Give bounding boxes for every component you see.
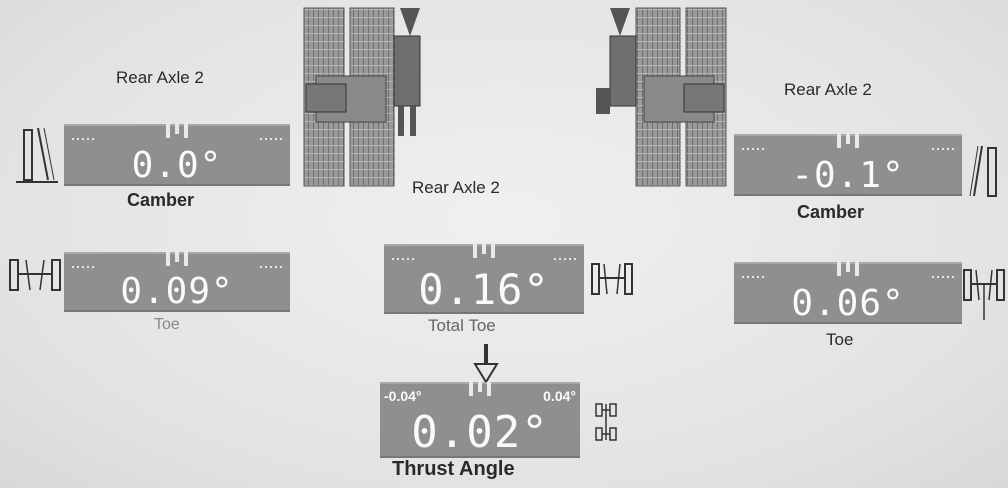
gauge-center-notch xyxy=(473,244,495,258)
left-toe-value: 0.09° xyxy=(120,271,234,312)
left-camber-value: 0.0° xyxy=(131,145,223,186)
gauge-right-marks xyxy=(260,138,282,140)
camber-icon xyxy=(969,145,997,197)
gauge-left-marks xyxy=(72,138,94,140)
right-axle-title: Rear Axle 2 xyxy=(784,80,872,99)
gauge-right-marks xyxy=(260,266,282,268)
thrust-angle-label: Thrust Angle xyxy=(392,458,515,480)
gauge-center-notch xyxy=(469,382,491,396)
left-axle-title: Rear Axle 2 xyxy=(116,68,204,87)
left-rear-wheel-image xyxy=(303,7,421,187)
gauge-left-marks xyxy=(392,258,414,260)
total-toe-label: Total Toe xyxy=(428,316,496,335)
gauge-left-marks xyxy=(742,276,764,278)
camber-icon xyxy=(16,127,58,183)
right-toe-gauge: 0.06° xyxy=(734,262,962,324)
right-toe-label: Toe xyxy=(826,330,854,349)
gauge-center-notch xyxy=(837,262,859,276)
toe-icon xyxy=(9,259,61,291)
left-toe-label: Toe xyxy=(154,316,180,333)
left-camber-label: Camber xyxy=(127,190,195,210)
gauge-left-marks xyxy=(742,148,764,150)
right-camber-value: -0.1° xyxy=(791,155,905,196)
left-camber-gauge: 0.0° xyxy=(64,124,290,186)
gauge-center-notch xyxy=(166,124,188,138)
gauge-center-notch xyxy=(166,252,188,266)
gauge-right-marks xyxy=(932,276,954,278)
total-toe-value: 0.16° xyxy=(418,265,550,314)
right-camber-gauge: -0.1° xyxy=(734,134,962,196)
right-camber-label: Camber xyxy=(797,202,865,222)
thrust-angle-icon xyxy=(595,403,617,441)
gauge-left-marks xyxy=(72,266,94,268)
thrust-min-limit: -0.04° xyxy=(384,388,422,404)
thrust-angle-gauge: -0.04° 0.04° 0.02° xyxy=(380,382,580,458)
total-toe-icon xyxy=(591,263,633,295)
thrust-angle-value: 0.02° xyxy=(411,407,549,458)
right-toe-value: 0.06° xyxy=(791,283,905,324)
thrust-max-limit: 0.04° xyxy=(543,388,576,404)
center-axle-title: Rear Axle 2 xyxy=(412,178,500,197)
gauge-right-marks xyxy=(932,148,954,150)
gauge-right-marks xyxy=(554,258,576,260)
total-toe-gauge: 0.16° xyxy=(384,244,584,314)
toe-icon xyxy=(963,269,1005,320)
left-toe-gauge: 0.09° xyxy=(64,252,290,312)
right-rear-wheel-image xyxy=(596,7,727,187)
gauge-center-notch xyxy=(837,134,859,148)
